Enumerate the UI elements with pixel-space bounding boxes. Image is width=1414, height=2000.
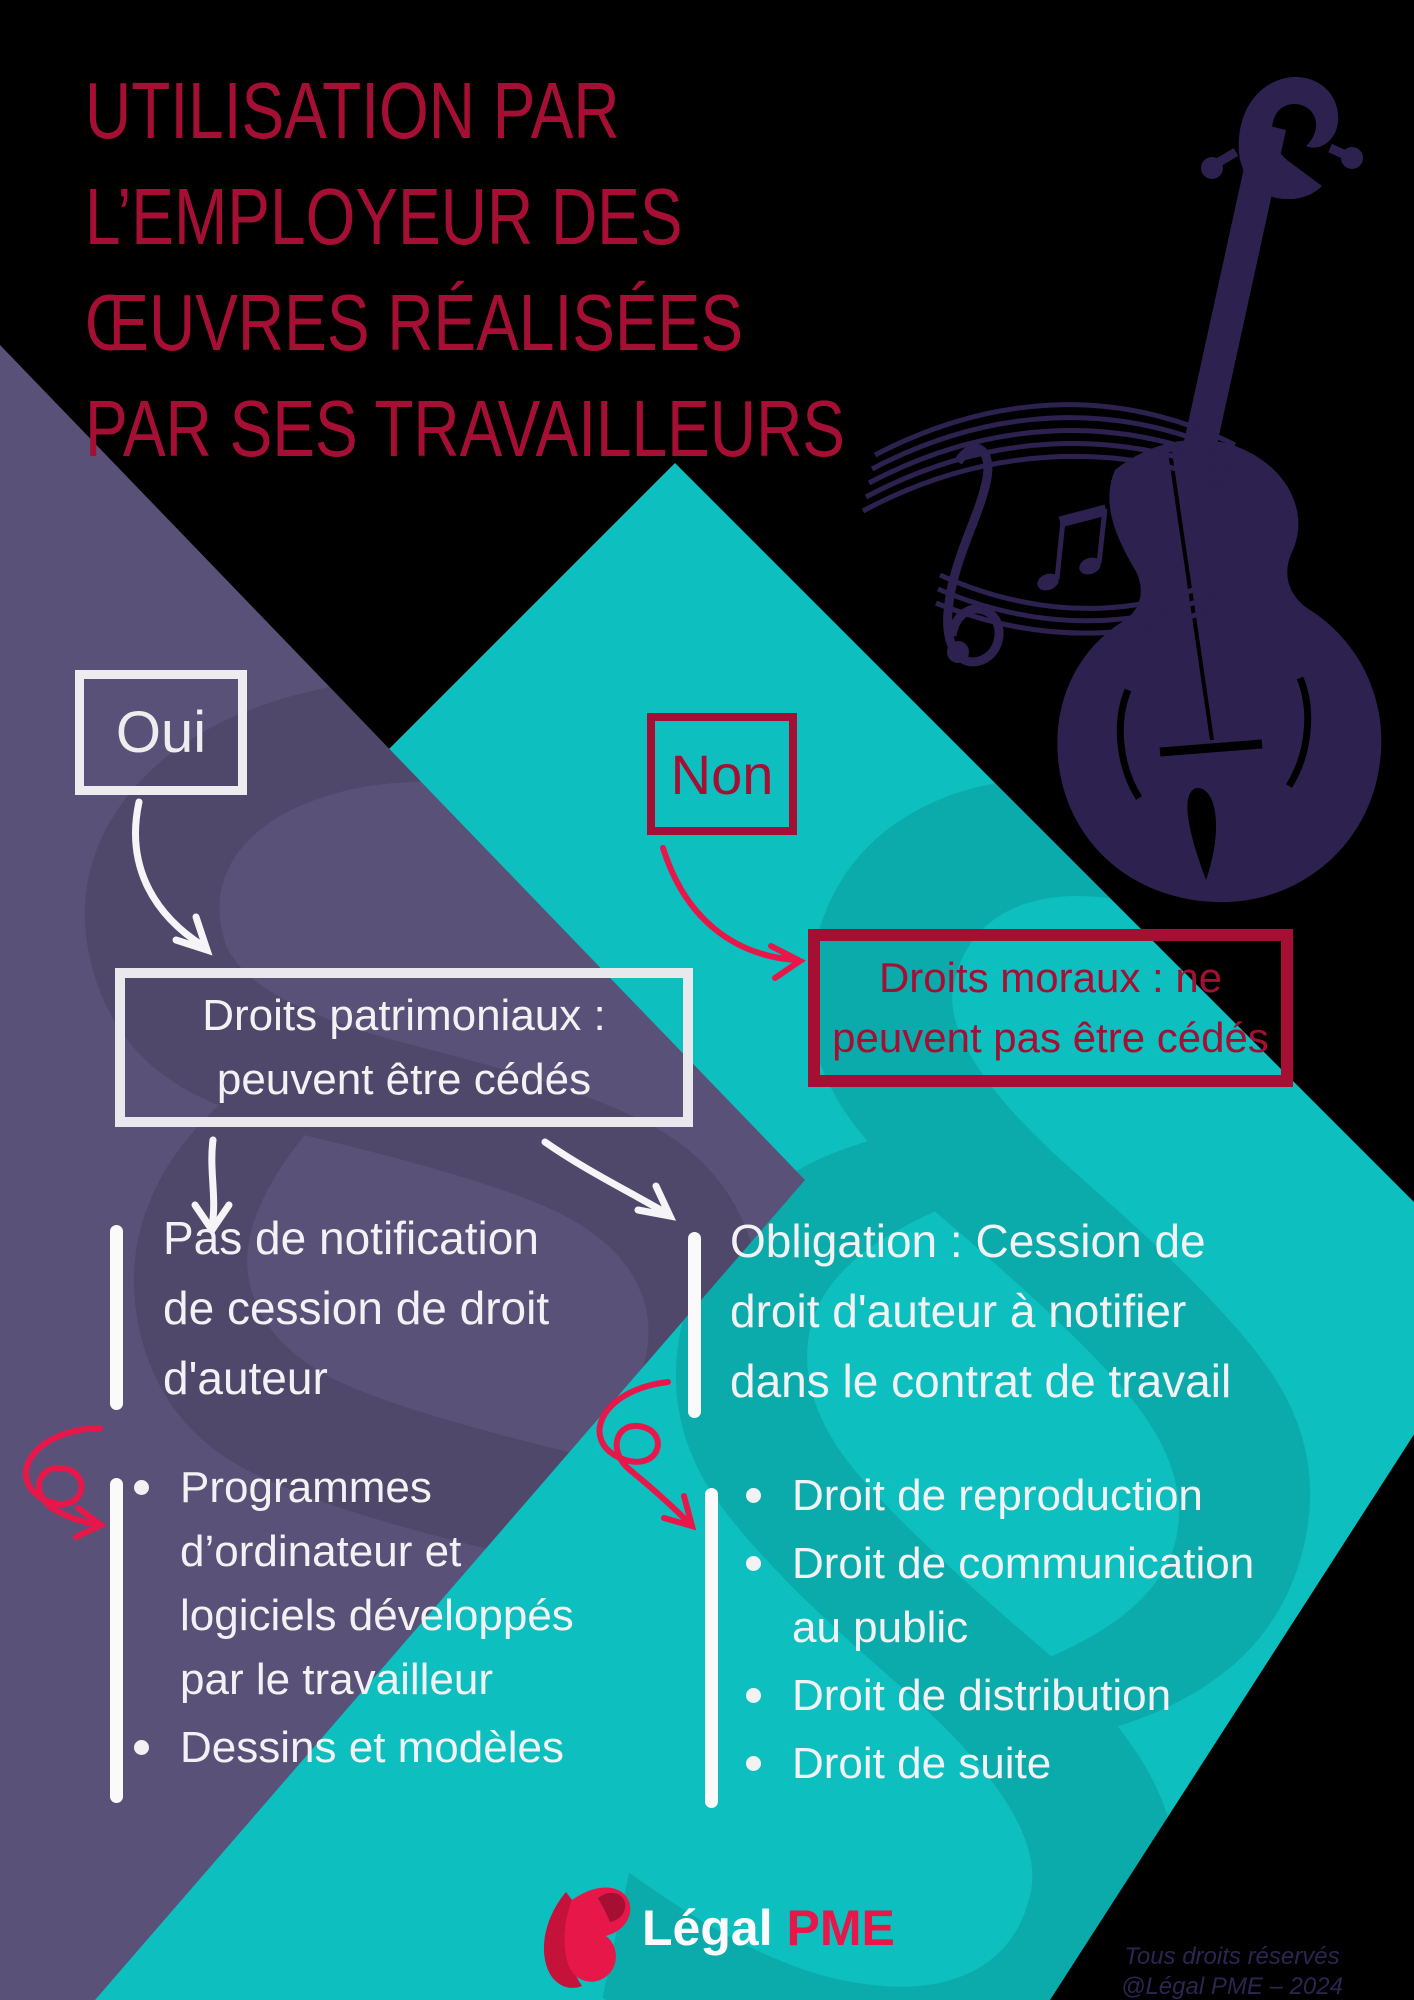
bullet-dot <box>746 1688 761 1703</box>
bass-tailpiece <box>1187 787 1217 880</box>
purple-diamond-shape <box>0 345 805 2000</box>
bass-neck <box>1158 122 1286 568</box>
left-heading-bar <box>110 1225 123 1410</box>
left-column-heading: Pas de notification de cession de droit … <box>163 1203 549 1413</box>
logo-text-primary: Légal <box>642 1900 773 1956</box>
list-item: Droit de distribution <box>740 1664 1254 1728</box>
right-column-heading: Obligation : Cession de droit d'auteur à… <box>730 1206 1231 1416</box>
yes-box: Oui <box>75 670 247 795</box>
right-bullet-list: Droit de reproduction Droit de communica… <box>740 1464 1254 1800</box>
heading-line: Obligation : Cession de <box>730 1215 1206 1267</box>
left-list-bar <box>110 1478 123 1803</box>
curl-arrow-right-list <box>596 1379 697 1531</box>
arrow-patrimonial-to-right-column <box>541 1138 677 1221</box>
no-box: Non <box>647 713 797 835</box>
bass-scroll <box>1238 77 1339 200</box>
list-item: Droit de communication au public <box>740 1532 1254 1660</box>
list-item: Dessins et modèles <box>128 1716 574 1780</box>
curl-arrow-left-list <box>23 1425 107 1540</box>
right-list-bar <box>705 1488 718 1808</box>
heading-line: Pas de notification <box>163 1212 539 1264</box>
bass-body <box>1057 439 1382 903</box>
heading-line: de cession de droit <box>163 1282 550 1334</box>
title-line: PAR SES TRAVAILLEURS <box>85 384 845 473</box>
heading-line: d'auteur <box>163 1352 328 1404</box>
moral-line: Droits moraux : ne <box>878 954 1223 1001</box>
patrimonial-line: Droits patrimoniaux : <box>202 990 606 1040</box>
moral-line: peuvent pas être cédés <box>832 1014 1269 1061</box>
arrow-patrimonial-to-left-column <box>191 1136 233 1237</box>
treble-clef-icon <box>943 443 1004 667</box>
list-item: Droit de reproduction <box>740 1464 1254 1528</box>
yes-label: Oui <box>115 700 207 765</box>
logo-wordmark: Légal PME <box>642 1899 895 1957</box>
music-notes-icon <box>1037 441 1255 591</box>
left-bullet-list: Programmes d’ordinateur et logiciels dév… <box>128 1456 574 1784</box>
bullet-dot <box>746 1556 761 1571</box>
arrow-non-to-moral <box>660 845 806 981</box>
logo-text-accent: PME <box>786 1900 895 1956</box>
title-line: ŒUVRES RÉALISÉES <box>85 278 743 367</box>
no-label: Non <box>670 742 774 806</box>
double-bass-icon <box>1057 77 1382 903</box>
title-line: L’EMPLOYEUR DES <box>85 172 683 261</box>
bullet-dot <box>134 1740 149 1755</box>
patrimonial-line: peuvent être cédés <box>216 1054 592 1104</box>
right-heading-bar <box>688 1232 701 1418</box>
list-item: Programmes d’ordinateur et logiciels dév… <box>128 1456 574 1712</box>
bullet-dot <box>746 1488 761 1503</box>
moral-rights-box: Droits moraux : ne peuvent pas être cédé… <box>808 929 1293 1087</box>
patrimonial-rights-box: Droits patrimoniaux : peuvent être cédés <box>115 968 693 1127</box>
heading-line: dans le contrat de travail <box>730 1355 1232 1407</box>
heading-line: droit d'auteur à notifier <box>730 1285 1187 1337</box>
copyright-credit: Tous droits réservés @Légal PME – 2024 <box>1121 1943 1343 2000</box>
butterfly-logo-icon <box>543 1887 631 1988</box>
bullet-dot <box>746 1756 761 1771</box>
bullet-dot <box>134 1480 149 1495</box>
arrow-oui-to-patrimonial <box>132 798 213 956</box>
poster-title: UTILISATION PAR L’EMPLOYEUR DES ŒUVRES R… <box>85 58 845 482</box>
title-line: UTILISATION PAR <box>85 66 620 155</box>
list-item: Droit de suite <box>740 1732 1254 1796</box>
